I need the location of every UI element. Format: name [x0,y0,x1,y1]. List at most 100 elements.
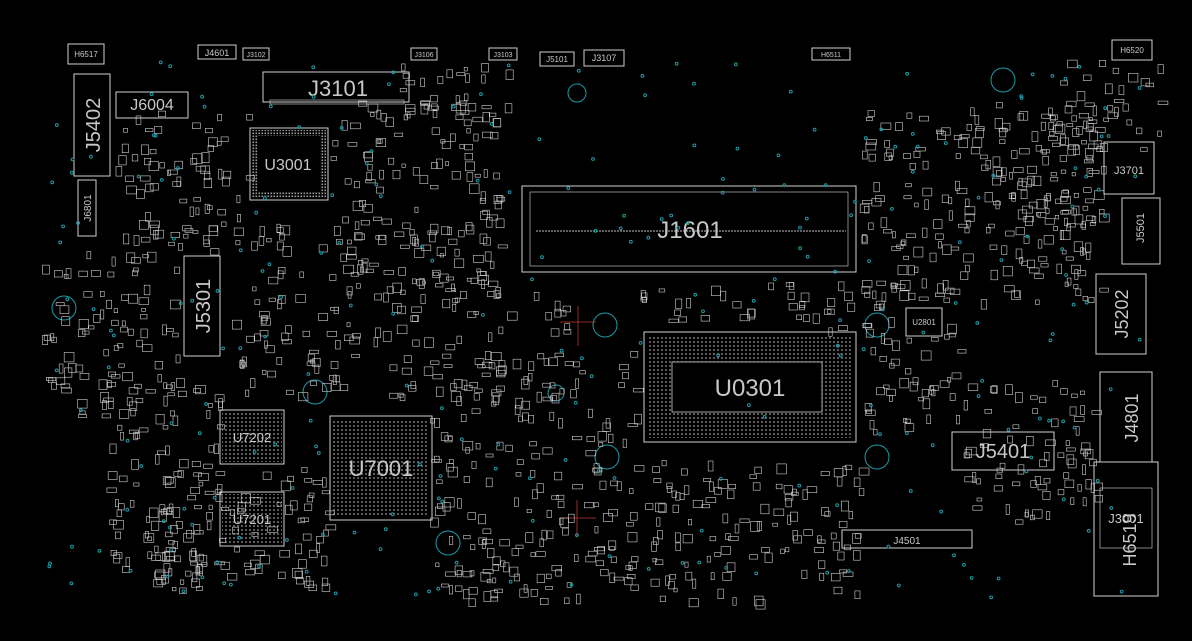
via [996,576,1001,581]
pad [814,547,824,553]
via [975,321,980,325]
pad [854,533,862,539]
pad [401,367,412,375]
pad [1030,395,1038,400]
pad [598,441,604,447]
pad [880,333,886,344]
via [952,553,956,558]
pad [1040,121,1046,131]
pad [842,466,847,476]
pad [481,372,491,378]
pad [1035,299,1040,305]
via [459,437,464,442]
pad [430,360,440,365]
via [440,499,445,504]
pad [658,288,666,293]
pad [652,558,658,563]
hole-h6520: H6520 [1111,39,1153,61]
via [316,451,321,455]
label-j3102: J3102 [246,52,265,59]
pad [145,183,154,193]
pad [992,167,1003,177]
pad [1060,210,1069,215]
via [838,353,843,358]
pad [172,507,181,519]
pad [278,267,286,274]
via [215,289,220,293]
pad [430,517,439,528]
pad [133,235,140,246]
pad [625,565,632,570]
pad [753,595,764,607]
pad [1007,435,1013,444]
via [1019,96,1024,100]
via [420,244,424,249]
pad [802,489,808,500]
via [908,489,913,493]
pad [245,175,255,181]
pad [133,267,139,273]
pad [706,555,711,563]
pad [374,293,382,301]
pad [576,593,581,605]
pad [515,472,522,477]
pad [888,155,893,161]
pad [204,171,211,180]
via [65,297,70,302]
pad [787,291,795,300]
label-j5402: J5402 [83,98,105,153]
pad [555,569,562,577]
pad [423,366,434,376]
pad [234,546,240,553]
pad [980,299,987,310]
pad [572,361,580,368]
via [1084,300,1089,305]
via [825,570,830,575]
pad [525,532,534,543]
via [165,574,170,579]
label-j5101: J5101 [546,55,568,64]
pad [1019,256,1024,264]
pad [1045,208,1050,214]
pad [63,352,75,363]
via [285,538,289,542]
pad [167,392,175,397]
pad [357,259,364,266]
pad [922,227,928,238]
pad [435,386,444,397]
pad [449,459,454,464]
via [607,554,612,558]
pad [1014,290,1020,298]
pad [354,221,360,230]
pad [895,122,903,131]
via [311,65,316,70]
via [669,213,674,218]
via [853,199,857,204]
pad [484,351,492,360]
pad [1083,74,1092,81]
pad [165,477,176,488]
pad [627,423,638,427]
via [182,506,187,511]
via [890,207,894,211]
pad [542,382,551,388]
pad [1009,172,1013,180]
pad [468,587,478,595]
pad [141,144,149,155]
pad [458,230,465,238]
pad [218,168,223,180]
pad [1091,216,1097,224]
via [1024,469,1029,474]
pad [955,180,960,191]
pad [536,483,544,494]
pad [999,462,1006,469]
pad [675,542,681,551]
via [878,432,882,437]
pad [674,309,681,316]
pad [170,299,181,310]
via [417,462,422,467]
pad [801,569,808,579]
pad [481,74,486,84]
pad [1073,193,1079,198]
pad [1044,218,1055,225]
